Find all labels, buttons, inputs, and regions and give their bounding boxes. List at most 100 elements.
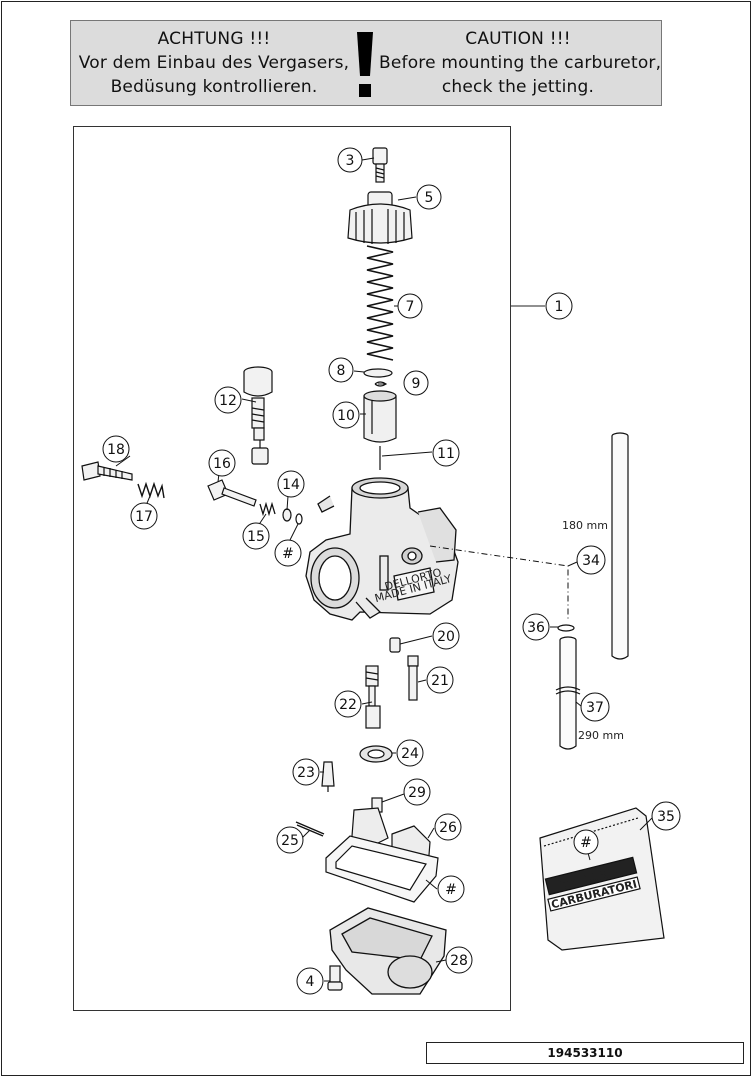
part-jet-kit-bag: [539, 807, 665, 951]
callout-12: 12: [214, 386, 242, 414]
leader-lines: [115, 157, 653, 982]
part-oring-small: [295, 513, 303, 525]
part-top-cap: [347, 191, 413, 244]
callout-9: 9: [403, 370, 429, 396]
part-throttle-slide: [363, 390, 397, 443]
part-number: 194533110: [426, 1042, 744, 1064]
callout-17: 17: [130, 502, 158, 530]
callout-25: 25: [276, 826, 304, 854]
dimension-long-hose: 180 mm: [562, 519, 608, 532]
svg-text:1: 1: [555, 299, 564, 315]
callout-18: 18: [102, 435, 130, 463]
part-float-chamber-gasket: [325, 835, 439, 903]
svg-text:8: 8: [337, 363, 346, 379]
svg-text:23: 23: [297, 765, 315, 781]
callout-hash-body: #: [274, 539, 302, 567]
svg-text:20: 20: [437, 629, 455, 645]
svg-text:21: 21: [431, 673, 449, 689]
svg-text:15: 15: [247, 529, 265, 545]
callout-26: 26: [434, 813, 462, 841]
callout-5: 5: [416, 184, 442, 210]
svg-text:22: 22: [339, 697, 357, 713]
warning-german-line1: Vor dem Einbau des Vergasers,: [78, 53, 350, 73]
svg-text:37: 37: [586, 700, 604, 716]
callout-24: 24: [396, 739, 424, 767]
part-washer-14: [282, 508, 292, 522]
part-screw-top: [372, 147, 388, 183]
callout-29: 29: [403, 778, 431, 806]
svg-text:12: 12: [219, 393, 237, 409]
callout-11: 11: [432, 439, 460, 467]
part-vent-hose-long: [611, 432, 629, 660]
svg-text:#: #: [445, 882, 457, 898]
svg-text:28: 28: [450, 953, 468, 969]
svg-text:#: #: [580, 835, 592, 851]
part-idle-screw: [207, 479, 257, 507]
callout-21: 21: [426, 666, 454, 694]
warning-english-line1: Before mounting the carburetor,: [379, 53, 662, 73]
warning-english: CAUTION !!! Before mounting the carburet…: [379, 27, 662, 99]
svg-text:7: 7: [406, 299, 415, 315]
callout-10: 10: [332, 401, 360, 429]
callout-34: 34: [576, 545, 606, 575]
part-idle-spring: [259, 501, 276, 517]
svg-text:29: 29: [408, 785, 426, 801]
callout-22: 22: [334, 690, 362, 718]
callout-hash-gasket: #: [437, 875, 465, 903]
callout-15: 15: [242, 522, 270, 550]
part-bowl-screw: [327, 965, 343, 991]
part-choke-valve: [243, 366, 273, 465]
warning-box: ACHTUNG !!! Vor dem Einbau des Vergasers…: [70, 20, 662, 106]
svg-text:16: 16: [213, 456, 231, 472]
svg-text:#: #: [282, 546, 294, 562]
assembly-panel: [73, 126, 511, 1011]
svg-text:24: 24: [401, 746, 419, 762]
svg-text:25: 25: [281, 833, 299, 849]
part-throttle-spring: [366, 245, 394, 361]
svg-text:17: 17: [135, 509, 153, 525]
callout-8: 8: [328, 357, 354, 383]
callout-3: 3: [337, 147, 363, 173]
svg-text:9: 9: [412, 376, 421, 392]
part-hose-clamp: [557, 624, 575, 632]
callout-14: 14: [277, 470, 305, 498]
part-float-bowl: [329, 907, 447, 995]
warning-english-line2: check the jetting.: [441, 77, 595, 97]
svg-text:34: 34: [582, 553, 600, 569]
svg-text:3: 3: [346, 153, 355, 169]
callout-20: 20: [432, 622, 460, 650]
callout-1: 1: [545, 292, 573, 320]
part-vent-hose-short: [555, 636, 581, 750]
warning-german-line2: Bedüsung kontrollieren.: [110, 77, 318, 97]
callout-hash-bag: #: [573, 829, 599, 855]
part-carburetor-body: [305, 477, 459, 621]
svg-text:11: 11: [437, 446, 455, 462]
callout-36: 36: [522, 613, 550, 641]
part-mixture-spring: [137, 481, 165, 499]
callout-4: 4: [296, 967, 324, 995]
warning-german-title: ACHTUNG !!!: [157, 29, 271, 49]
svg-text:36: 36: [527, 620, 545, 636]
part-atomizer: [407, 655, 419, 701]
svg-text:5: 5: [425, 190, 434, 206]
callout-16: 16: [208, 449, 236, 477]
part-float-ring: [359, 745, 393, 763]
part-idle-jet: [389, 637, 401, 653]
svg-text:18: 18: [107, 442, 125, 458]
part-spring-washer: [363, 368, 393, 378]
svg-text:14: 14: [282, 477, 300, 493]
part-mixture-screw: [81, 461, 133, 481]
svg-text:4: 4: [306, 974, 315, 990]
callout-23: 23: [292, 758, 320, 786]
svg-text:10: 10: [337, 408, 355, 424]
callout-28: 28: [445, 946, 473, 974]
callout-7: 7: [397, 293, 423, 319]
svg-text:26: 26: [439, 820, 457, 836]
warning-english-title: CAUTION !!!: [465, 29, 571, 49]
part-needle-jet: [365, 665, 381, 729]
callout-37: 37: [580, 692, 610, 722]
part-float-needle: [321, 761, 335, 792]
callout-35: 35: [651, 801, 681, 831]
